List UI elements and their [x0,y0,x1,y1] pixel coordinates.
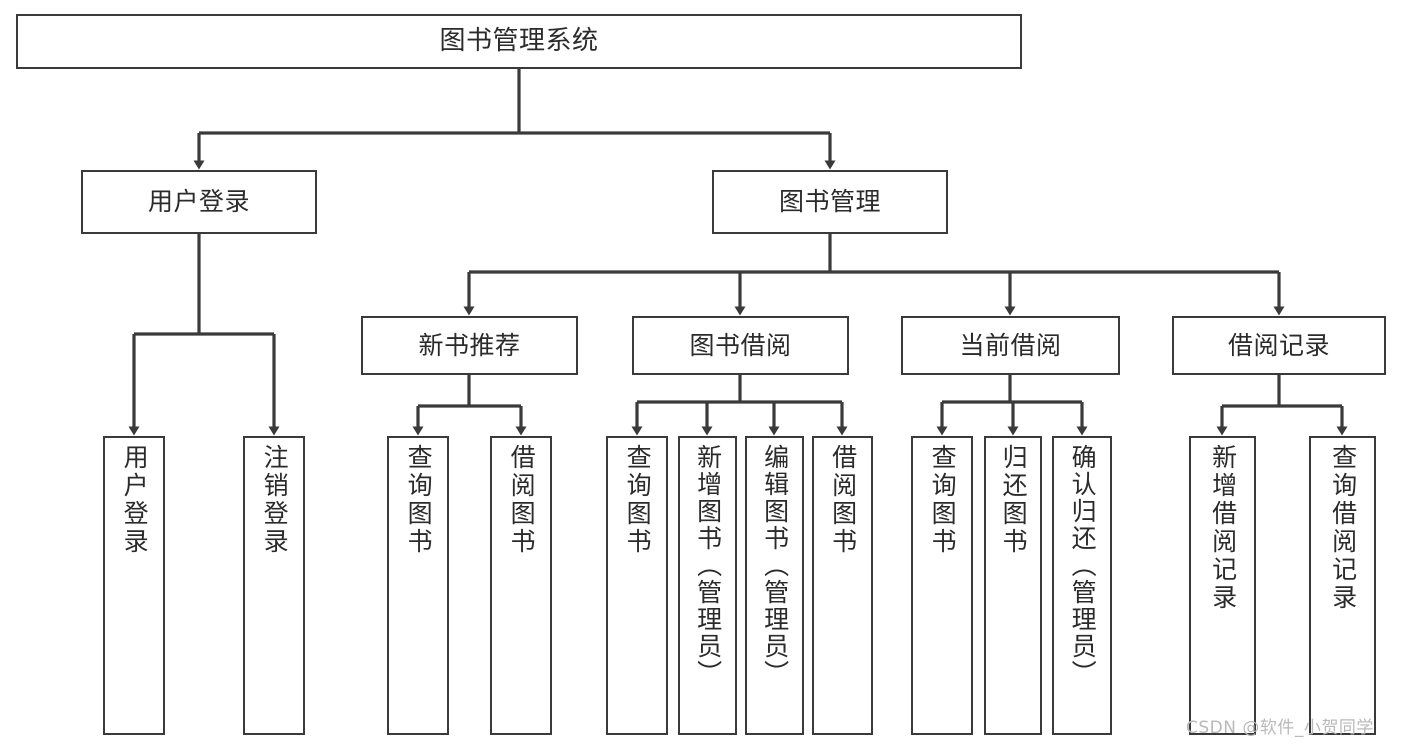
node-label: 编辑图书（管理员） [760,444,790,687]
node-label: 归还图书 [999,444,1029,556]
node-label: 图书管理系统 [439,26,599,57]
leaf-borrow-book-borrow[interactable]: 借阅图书 [812,436,873,735]
node-label: 借阅记录 [1227,330,1330,360]
node-label: 查询图书 [928,444,958,556]
node-label: 查询图书 [623,444,653,556]
node-label: 新书推荐 [418,330,521,360]
node-label: 当前借阅 [959,330,1062,360]
leaf-query-book-borrow[interactable]: 查询图书 [606,436,668,735]
leaf-user-login[interactable]: 用户登录 [103,436,165,735]
node-label: 图书管理 [778,187,881,217]
node-root-book-management-system[interactable]: 图书管理系统 [16,14,1022,69]
leaf-query-borrow-record[interactable]: 查询借阅记录 [1309,436,1376,735]
node-label: 注销登录 [260,444,290,556]
node-label: 查询图书 [404,444,434,556]
node-user-login[interactable]: 用户登录 [81,170,317,234]
leaf-add-book-admin[interactable]: 新增图书（管理员） [678,436,737,735]
node-label: 查询借阅记录 [1328,444,1358,612]
node-label: 确认归还（管理员） [1068,444,1098,687]
node-label: 新增借阅记录 [1208,444,1238,612]
node-label: 新增图书（管理员） [693,444,723,687]
node-current-borrow[interactable]: 当前借阅 [901,316,1120,375]
leaf-add-borrow-record[interactable]: 新增借阅记录 [1189,436,1256,735]
leaf-logout-login[interactable]: 注销登录 [243,436,305,735]
leaf-edit-book-admin[interactable]: 编辑图书（管理员） [745,436,804,735]
node-new-book-recommend[interactable]: 新书推荐 [361,316,578,375]
leaf-query-book-current[interactable]: 查询图书 [911,436,973,735]
csdn-watermark: CSDN @软件_小贺同学 [1186,718,1374,738]
node-label: 借阅图书 [828,444,858,556]
node-label: 图书借阅 [689,330,792,360]
leaf-query-book-new-rec[interactable]: 查询图书 [387,436,449,735]
leaf-confirm-return-admin[interactable]: 确认归还（管理员） [1052,436,1112,735]
node-label: 用户登录 [120,444,150,556]
node-label: 用户登录 [147,187,250,217]
node-borrow-record[interactable]: 借阅记录 [1172,316,1386,375]
node-book-management[interactable]: 图书管理 [712,170,948,234]
leaf-return-book[interactable]: 归还图书 [984,436,1042,735]
node-book-borrow[interactable]: 图书借阅 [632,316,849,375]
leaf-borrow-book-new-rec[interactable]: 借阅图书 [490,436,552,735]
node-label: 借阅图书 [507,444,537,556]
